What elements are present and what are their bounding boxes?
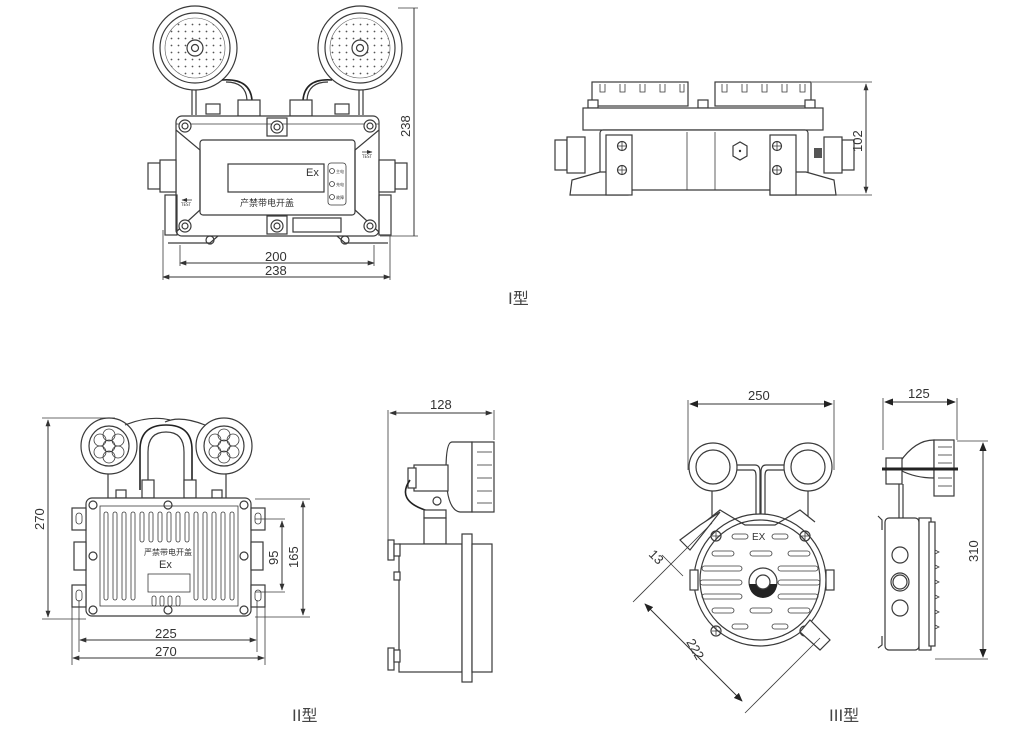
indicator-label-main: 主电 [336,168,344,174]
indicator-label-fault: 故障 [336,194,344,200]
dim-label-height: 310 [966,540,981,562]
lamp-head-left [591,81,689,107]
dim-label-diag-length: 222 [683,636,707,662]
ex-mark: EX [752,532,766,543]
caption-type-iii: III型 [829,706,859,725]
caption-type-ii: II型 [292,706,317,725]
dim-label-outer-width: 270 [155,644,177,659]
ex-mark: Ex [159,559,172,571]
indicator-label-charge: 充电 [336,181,344,187]
ex-mark: Ex [306,167,319,179]
test-label-left: TEST [180,202,192,207]
dim-label-depth: 128 [430,397,452,412]
display-window [227,163,325,193]
dim-label-outer-width: 238 [265,263,287,278]
indicator-light-icon [329,181,335,187]
type-iii-front-view: EX 250 13 222 [632,388,835,714]
dim-label-depth: 125 [908,386,930,401]
enclosure-body [175,115,380,237]
dim-label-inner-width: 200 [265,249,287,264]
indicator-light-icon [329,168,335,174]
dim-label-inner-width: 225 [155,626,177,641]
dim-label-inner-mount: 95 [266,551,281,565]
dim-label-width: 250 [748,388,770,403]
enclosure-body [884,517,920,651]
type-i-front-view: Ex 产禁带电开盖 主电 充电 故障 TEST TEST 238 [147,5,418,280]
dim-label-height: 270 [32,508,47,530]
type-i-side-view: 102 [554,81,872,196]
lamp-head [471,441,495,513]
type-iii-side-view: 125 310 [877,386,988,660]
lamp-head-right [714,81,812,107]
type-ii-side-view: 128 [387,397,495,683]
type-ii-front-view: 严禁带电开盖 Ex 270 95 165 225 270 [32,417,310,665]
enclosure-body [398,543,463,673]
dim-label-outer-mount: 165 [286,546,301,568]
lamp-head-right [317,5,403,91]
caption-type-i: I型 [508,289,529,308]
lamp-head-left [152,5,238,91]
dim-label-diag-offset: 13 [646,547,667,568]
dim-label-height: 102 [850,130,865,152]
panel-warning-label: 严禁带电开盖 [144,547,192,557]
test-label-right: TEST [361,154,373,159]
panel-warning-label: 产禁带电开盖 [240,197,294,209]
indicator-light-icon [329,194,335,200]
enclosure-body [85,497,252,617]
dim-label-height: 238 [398,115,413,137]
